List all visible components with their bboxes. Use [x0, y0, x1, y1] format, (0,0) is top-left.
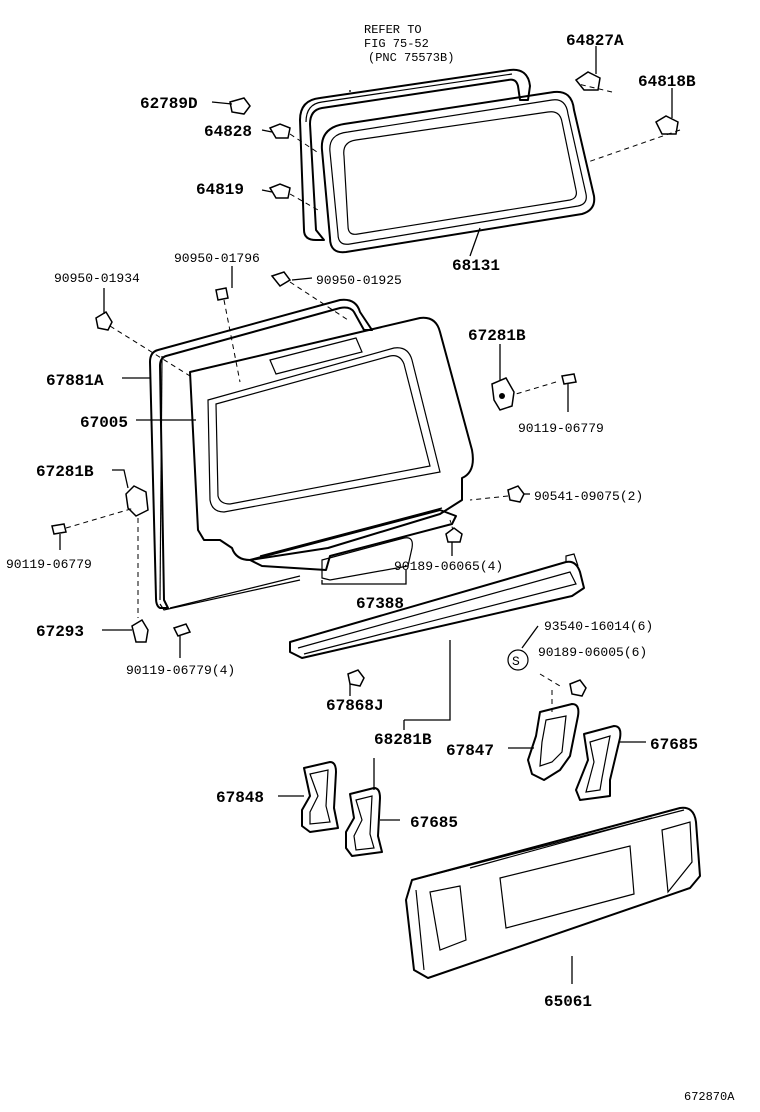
clip-64818B-icon [655, 115, 679, 135]
reference-line-2: FIG 75-52 [364, 37, 429, 51]
clip-64828-icon [268, 123, 291, 139]
rail-68281B [289, 553, 585, 659]
clip-90950-01925-icon [270, 271, 292, 287]
clip-64819-icon [268, 183, 291, 199]
label-90119-06779-left: 90119-06779 [6, 557, 92, 572]
figure-id: 672870A [684, 1090, 735, 1104]
label-68281B: 68281B [374, 731, 432, 749]
clip-90189-06005-icon [569, 679, 587, 697]
label-67868J: 67868J [326, 697, 384, 715]
label-67281B-top: 67281B [468, 327, 526, 345]
weatherstrip-outer [299, 68, 531, 241]
label-67293: 67293 [36, 623, 84, 641]
reference-line-1: REFER TO [364, 23, 422, 37]
hinge-67293-icon [131, 618, 149, 643]
label-93540-16014: 93540-16014(6) [544, 619, 653, 634]
clip-67868J-icon [347, 669, 365, 687]
label-90189-06005: 90189-06005(6) [538, 645, 647, 660]
label-67005: 67005 [80, 414, 128, 432]
label-67685-center: 67685 [410, 814, 458, 832]
clip-62789D-icon [229, 97, 251, 115]
label-90189-06065: 90189-06065(4) [394, 559, 503, 574]
label-90119-06779-right: 90119-06779 [518, 421, 604, 436]
gasket-67685-right [575, 725, 622, 801]
label-67388: 67388 [356, 595, 404, 613]
gasket-67847 [527, 703, 580, 781]
label-67848: 67848 [216, 789, 264, 807]
screw-90119-06779-left-icon [51, 523, 67, 535]
panel-65061 [405, 806, 701, 979]
label-67847: 67847 [446, 742, 494, 760]
label-67685-right: 67685 [650, 736, 698, 754]
clip-90950-01796-icon [215, 287, 229, 301]
label-67281B-left: 67281B [36, 463, 94, 481]
label-90541-09075: 90541-09075(2) [534, 489, 643, 504]
label-90950-01796: 90950-01796 [174, 251, 260, 266]
reference-line-3: (PNC 75573B) [368, 51, 454, 65]
label-90950-01925: 90950-01925 [316, 273, 402, 288]
bolt-90541-09075-icon [507, 485, 525, 503]
gasket-67848 [301, 761, 339, 833]
back-door-panel [159, 316, 474, 611]
seal-marker: S [507, 649, 529, 671]
clip-90950-01934-icon [95, 310, 113, 331]
bumper-67281B-top-icon [491, 377, 515, 411]
label-64828: 64828 [204, 123, 252, 141]
label-65061: 65061 [544, 993, 592, 1011]
label-64818B: 64818B [638, 73, 696, 91]
screw-90119-06779-4-icon [172, 623, 192, 637]
bumper-67281B-left-icon [125, 485, 149, 517]
gasket-67685-center [345, 787, 383, 857]
garnish-67388 [249, 507, 457, 581]
label-64819: 64819 [196, 181, 244, 199]
label-90950-01934: 90950-01934 [54, 271, 140, 286]
clip-90189-06065-icon [445, 527, 463, 543]
back-door-weatherstrip [149, 298, 373, 609]
label-64827A: 64827A [566, 32, 624, 50]
rear-glass [320, 90, 596, 254]
label-90119-06779-4: 90119-06779(4) [126, 663, 235, 678]
label-68131: 68131 [452, 257, 500, 275]
clip-64827A-icon [574, 71, 601, 91]
seal-marker-letter: S [512, 654, 520, 669]
screw-90119-06779-right-icon [561, 373, 577, 385]
label-67881A: 67881A [46, 372, 104, 390]
label-62789D: 62789D [140, 95, 198, 113]
